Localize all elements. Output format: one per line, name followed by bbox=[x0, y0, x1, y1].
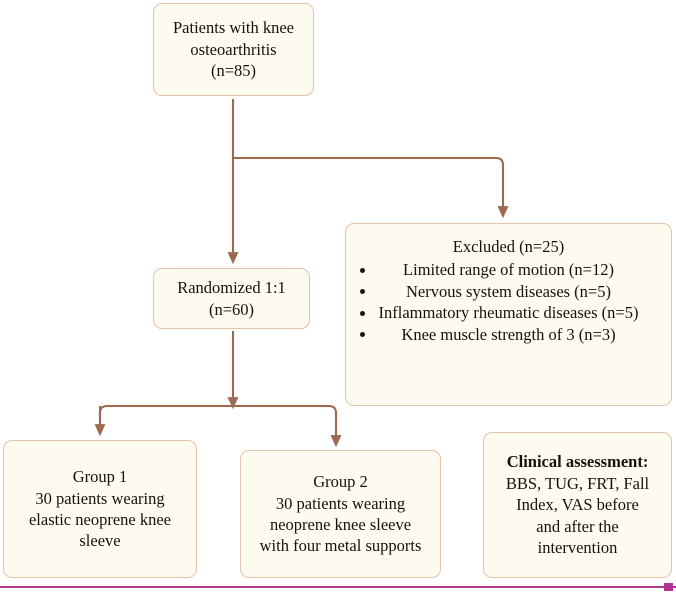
node-text-line: 30 patients wearing bbox=[35, 488, 165, 508]
list-item: Inflammatory rheumatic diseases (n=5) bbox=[352, 302, 665, 323]
list-item: Limited range of motion (n=12) bbox=[352, 259, 665, 280]
node-text-line: Patients with knee bbox=[173, 18, 294, 38]
list-item: Knee muscle strength of 3 (n=3) bbox=[352, 324, 665, 345]
node-text-line: intervention bbox=[537, 538, 618, 558]
bullet-icon bbox=[360, 332, 365, 338]
bullet-icon bbox=[360, 289, 365, 295]
node-text-line: sleeve bbox=[79, 531, 121, 551]
node-patients-screened: Patients with knee osteoarthritis (n=85) bbox=[153, 3, 314, 96]
node-text-line: 30 patients wearing bbox=[275, 493, 406, 513]
connector-to-excluded bbox=[233, 156, 509, 219]
connector-group-split bbox=[94, 404, 342, 448]
list-item-label: Nervous system diseases (n=5) bbox=[406, 281, 611, 301]
node-text-line: with four metal supports bbox=[259, 536, 422, 556]
node-text-line: Index, VAS before bbox=[516, 495, 639, 515]
bottom-resize-handle[interactable] bbox=[664, 583, 673, 591]
list-item-label: Inflammatory rheumatic diseases (n=5) bbox=[378, 303, 639, 323]
clinical-assessment-heading: Clinical assessment: bbox=[506, 452, 649, 472]
bullet-icon bbox=[360, 310, 365, 316]
excluded-reason-list: Limited range of motion (n=12) Nervous s… bbox=[352, 259, 665, 345]
node-group-1: Group 1 30 patients wearing elastic neop… bbox=[3, 440, 197, 578]
node-text-line: osteoarthritis bbox=[190, 39, 277, 59]
bullet-icon bbox=[360, 268, 365, 274]
node-text-line: (n=85) bbox=[210, 61, 257, 81]
list-item-label: Knee muscle strength of 3 (n=3) bbox=[401, 324, 616, 344]
node-excluded: Excluded (n=25) Limited range of motion … bbox=[345, 223, 672, 406]
node-text-line: elastic neoprene knee bbox=[28, 510, 171, 529]
list-item: Nervous system diseases (n=5) bbox=[352, 281, 665, 302]
bottom-divider bbox=[0, 586, 676, 588]
node-text-line: Group 1 bbox=[72, 467, 128, 487]
node-text-line: Randomized 1:1 bbox=[177, 278, 286, 298]
node-text-line: Group 2 bbox=[313, 472, 368, 492]
node-text-line: BBS, TUG, FRT, Fall bbox=[505, 473, 650, 493]
node-text-line: and after the bbox=[536, 516, 619, 536]
list-item-label: Limited range of motion (n=12) bbox=[403, 260, 614, 280]
node-text-line: neoprene knee sleeve bbox=[269, 515, 412, 534]
node-group-2: Group 2 30 patients wearing neoprene kne… bbox=[240, 450, 441, 578]
node-clinical-assessment: Clinical assessment: BBS, TUG, FRT, Fall… bbox=[483, 432, 672, 578]
node-randomized: Randomized 1:1 (n=60) bbox=[153, 268, 310, 329]
node-text-line: (n=60) bbox=[208, 299, 255, 319]
excluded-title: Excluded (n=25) bbox=[452, 237, 565, 256]
